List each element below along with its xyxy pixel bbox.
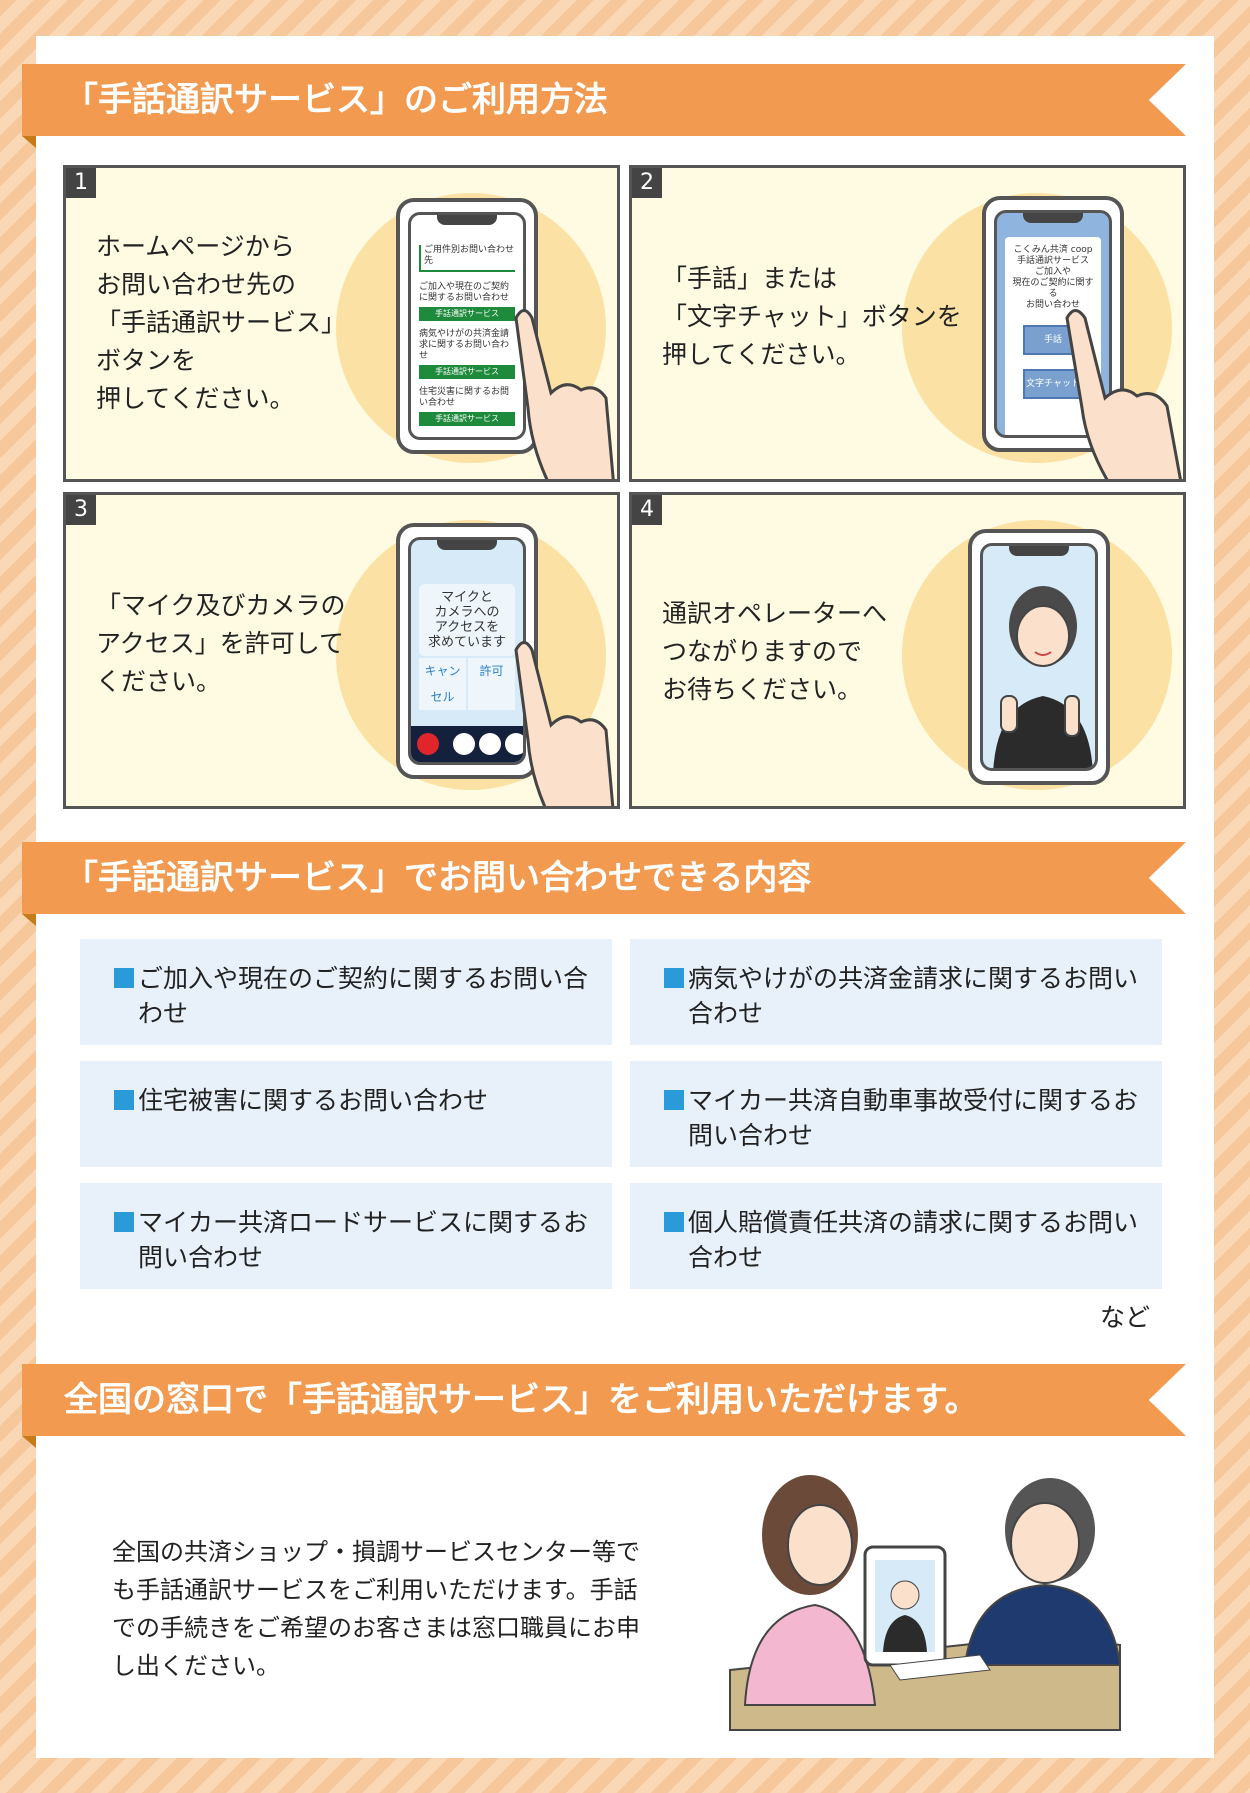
phone-illustration: マイクと カメラへの アクセスを 求めています キャンセル 許可 [396, 523, 538, 779]
mic-icon [505, 733, 523, 755]
phone-illustration [968, 529, 1110, 785]
banner-fold [22, 136, 36, 148]
inquiry-item-label: 病気やけがの共済金請求に関するお問い合わせ [688, 964, 1139, 1028]
cancel-button: キャンセル [419, 658, 468, 710]
sign-service-button: 手話通訳サービス [419, 412, 515, 426]
square-bullet-icon [664, 1090, 684, 1110]
step-2-panel: 2 「手話」または 「文字チャット」ボタンを 押してください。 こくみん共済 c… [629, 165, 1186, 482]
phone-item: 住宅災害に関するお問い合わせ [419, 387, 510, 408]
square-bullet-icon [664, 968, 684, 988]
inquiry-item-label: 住宅被害に関するお問い合わせ [138, 1086, 489, 1115]
call-controls [411, 726, 523, 762]
phone-item: ご加入や現在のご契約に関するお問い合わせ [419, 282, 510, 303]
pointing-hand-icon [1065, 309, 1182, 479]
phone-line: 手話通訳サービス [1016, 256, 1089, 266]
phone-heading: ご用件別お問い合わせ先 [419, 245, 515, 272]
step-number: 1 [66, 168, 96, 198]
section-1-banner: 「手話通訳サービス」のご利用方法 [22, 64, 1186, 136]
step-number: 4 [632, 495, 662, 525]
step-text: 通訳オペレーターへ つながりますので お待ちください。 [662, 599, 888, 704]
section-2-banner: 「手話通訳サービス」でお問い合わせできる内容 [22, 842, 1186, 914]
inquiry-item: ご加入や現在のご契約に関するお問い合わせ [80, 939, 612, 1045]
banner-fold [22, 914, 36, 926]
inquiry-item-label: マイカー共済ロードサービスに関するお問い合わせ [138, 1208, 589, 1272]
square-bullet-icon [114, 1212, 134, 1232]
step-text: 「マイク及びカメラの アクセス」を許可して ください。 [96, 591, 346, 696]
counter-service-text: 全国の共済ショップ・損調サービスセンター等でも手話通訳サービスをご利用いただけま… [112, 1538, 640, 1680]
inquiry-item-label: ご加入や現在のご契約に関するお問い合わせ [138, 964, 589, 1028]
inquiry-item: 個人賠償責任共済の請求に関するお問い合わせ [630, 1183, 1162, 1289]
pointing-hand-icon [514, 641, 615, 806]
inquiry-item: マイカー共済ロードサービスに関するお問い合わせ [80, 1183, 612, 1289]
pointing-hand-icon [514, 309, 615, 479]
speaker-icon [453, 733, 475, 755]
step-number: 2 [632, 168, 662, 198]
step-text: ホームページから お問い合わせ先の 「手話通訳サービス」 ボタンを 押してくださ… [96, 232, 347, 413]
camera-icon [479, 733, 501, 755]
phone-item: 病気やけがの共済金請求に関するお問い合わせ [419, 329, 510, 361]
inquiry-item: 住宅被害に関するお問い合わせ [80, 1061, 612, 1167]
phone-illustration: こくみん共済 coop 手話通訳サービス ご加入や 現在のご契約に関する お問い… [982, 196, 1124, 452]
inquiry-item: マイカー共済自動車事故受付に関するお問い合わせ [630, 1061, 1162, 1167]
inquiry-item-label: マイカー共済自動車事故受付に関するお問い合わせ [688, 1086, 1139, 1150]
etc-label: など [1100, 1303, 1151, 1332]
square-bullet-icon [114, 968, 134, 988]
operator-illustration [993, 586, 1093, 768]
phone-line: こくみん共済 coop [1013, 245, 1093, 255]
square-bullet-icon [664, 1212, 684, 1232]
phone-line: ご加入や [1034, 267, 1071, 277]
step-1-panel: 1 ホームページから お問い合わせ先の 「手話通訳サービス」 ボタンを 押してく… [63, 165, 620, 482]
banner-fold [22, 1436, 36, 1448]
square-bullet-icon [114, 1090, 134, 1110]
step-number: 3 [66, 495, 96, 525]
section-3-banner: 全国の窓口で「手話通訳サービス」をご利用いただけます。 [22, 1364, 1186, 1436]
counter-illustration [729, 1475, 1122, 1731]
inquiry-item-label: 個人賠償責任共済の請求に関するお問い合わせ [688, 1208, 1139, 1272]
power-icon [417, 733, 439, 755]
phone-line: 現在のご契約に関する [1012, 278, 1094, 299]
sign-service-button: 手話通訳サービス [419, 365, 515, 379]
step-4-panel: 4 通訳オペレーターへ つながりますので お待ちください。 [629, 492, 1186, 809]
phone-line: お問い合わせ [1025, 300, 1080, 310]
step-text: 「手話」または 「文字チャット」ボタンを 押してください。 [662, 264, 962, 369]
sign-service-button: 手話通訳サービス [419, 307, 515, 321]
permission-message: マイクと カメラへの アクセスを 求めています [419, 584, 515, 656]
phone-illustration: ご用件別お問い合わせ先 ご加入や現在のご契約に関するお問い合わせ 手話通訳サービ… [396, 198, 538, 454]
allow-button: 許可 [479, 664, 504, 678]
inquiry-item: 病気やけがの共済金請求に関するお問い合わせ [630, 939, 1162, 1045]
step-3-panel: 3 「マイク及びカメラの アクセス」を許可して ください。 マイクと カメラへの… [63, 492, 620, 809]
